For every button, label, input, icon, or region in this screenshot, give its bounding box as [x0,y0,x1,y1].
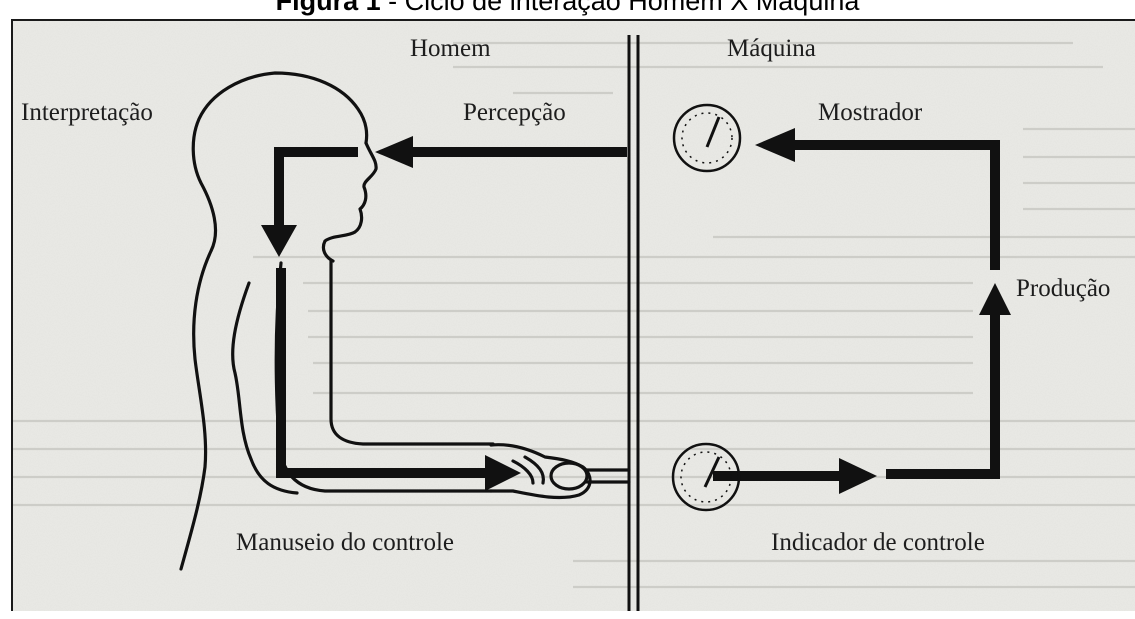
interpretation-label: Interpretação [21,99,153,126]
human-back-arm-outline [231,281,299,495]
figure-caption-text: Ciclo de interação Homem X Máquina [404,0,860,16]
cycle-arrows [261,128,1011,494]
human-machine-divider [627,35,640,611]
machine-side-label: Máquina [727,35,816,62]
control-handling-label: Manuseio do controle [236,529,455,556]
control-shaft [585,468,631,484]
figure-caption-label: Figura 1 [275,0,381,16]
display-gauge-icon [672,103,742,173]
diagram-canvas [13,21,1135,611]
interpretation-arrow [261,147,358,257]
interaction-cycle-diagram: Homem Máquina Interpretação Percepção Mo… [11,19,1135,611]
paper-grain [13,21,1135,611]
figure-caption: Figura 1 - Ciclo de interação Homem X Má… [0,0,1135,16]
production-label: Produção [1016,275,1111,302]
control-indicator-gauge-icon [671,442,741,512]
control-indicator-label: Indicador de controle [771,529,985,556]
control-knob [549,461,589,491]
human-hand-fingers [511,455,545,485]
figure-caption-separator: - [380,0,405,16]
display-label: Mostrador [818,99,923,126]
display-feedback-arrow [755,128,1000,270]
control-indicator-arrow [713,458,877,494]
perception-arrow [375,136,627,168]
production-arrow [886,283,1011,479]
human-face-outline [321,141,378,263]
human-chest-outline [329,259,495,446]
human-side-label: Homem [410,35,491,62]
perception-label: Percepção [463,99,566,126]
control-handling-arrow [276,268,521,491]
human-head-back-outline [179,71,369,571]
